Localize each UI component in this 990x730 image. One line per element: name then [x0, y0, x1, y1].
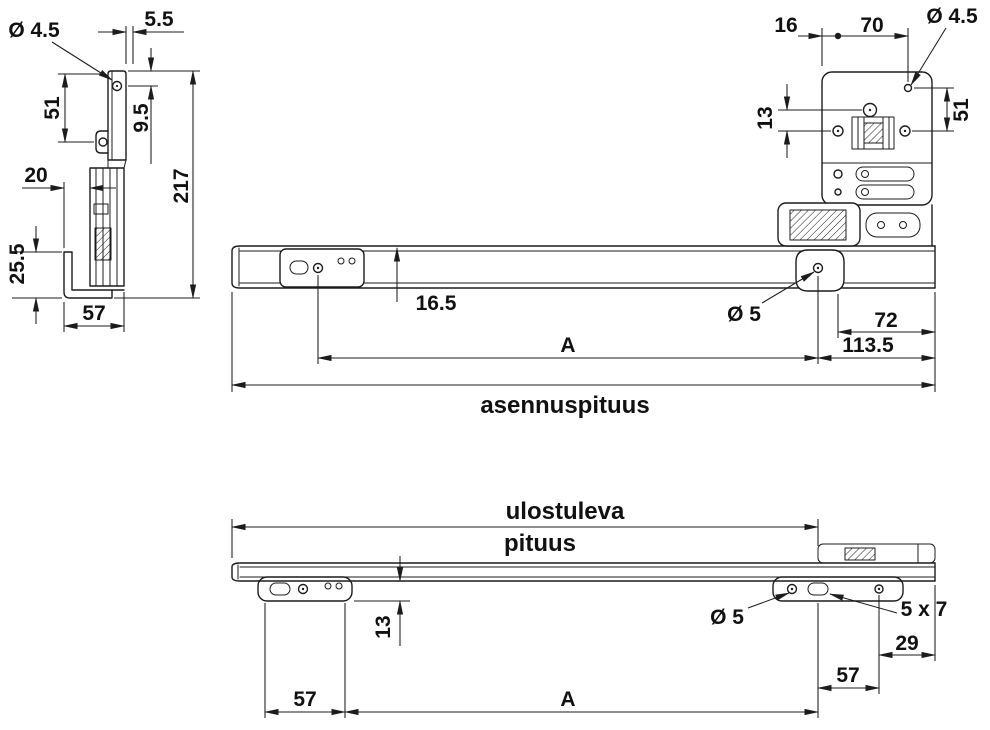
bracket-view-dimensions — [778, 27, 954, 158]
latch-mechanism — [851, 116, 895, 150]
dim-hole-dia: Ø 4.5 — [926, 5, 978, 28]
dim-end-offset: 29 — [895, 632, 918, 655]
bracket-view-labels: 16 70 Ø 4.5 13 51 — [754, 5, 978, 130]
slot-upper — [855, 166, 915, 182]
extended-view-labels: ulostuleva pituus 13 Ø 5 5 x 7 29 57 57 … — [293, 498, 947, 711]
slot-lower — [855, 184, 915, 200]
extended-view-rail — [231, 543, 936, 602]
dim-hole-pitch-a: A — [560, 688, 575, 711]
dim-foot-height: 25.5 — [6, 243, 29, 284]
rear-bracket — [817, 543, 936, 564]
dim-hole-dia: Ø 5 — [710, 606, 744, 629]
installed-view-dimensions — [230, 246, 937, 392]
caption-extension-line2: pituus — [504, 530, 576, 557]
bottom-foot — [63, 251, 113, 299]
dim-end-to-bracket: 72 — [874, 309, 897, 332]
dim-edge-to-hole: 16 — [774, 14, 797, 37]
front-fixing-hole — [312, 262, 324, 274]
leader-hole-dia — [747, 592, 790, 609]
dim-hole-pitch-a: A — [560, 334, 575, 357]
rear-fixing-tab — [795, 249, 845, 292]
rail-body — [231, 562, 936, 582]
front-slot — [269, 582, 291, 596]
dim-row-offset: 13 — [754, 106, 777, 129]
dim-end-to-hole: 113.5 — [842, 334, 894, 357]
end-view-labels: Ø 4.5 5.5 51 9.5 20 217 25.5 57 — [6, 8, 193, 325]
bracket-view-profile — [821, 71, 933, 206]
caption-extension-line1: ulostuleva — [506, 498, 625, 525]
end-view-dimensions — [12, 26, 200, 332]
rail-cross-section — [89, 167, 125, 287]
installed-view-labels: 16.5 Ø 5 72 A 113.5 asennuspituus — [416, 292, 898, 419]
dim-rear-pitch: 57 — [836, 664, 859, 687]
rear-end-hole — [874, 584, 884, 594]
rail-body — [231, 245, 936, 289]
side-slot — [865, 212, 921, 238]
latch-hatch — [863, 122, 884, 144]
installed-view-rail — [231, 202, 936, 292]
leader-slot — [828, 593, 898, 614]
dim-back-offset: 20 — [24, 164, 47, 187]
small-hole — [903, 83, 913, 93]
dim-depth: 57 — [82, 302, 105, 325]
catch-hatch — [789, 209, 847, 241]
dim-dot-terminator — [834, 32, 842, 40]
front-hole — [111, 80, 123, 92]
dim-hole-dia: Ø 4.5 — [8, 19, 60, 42]
rear-fixing-hole — [812, 262, 824, 274]
dim-row-pitch: 51 — [950, 98, 973, 122]
front-fixing-hole — [297, 583, 309, 595]
dim-rail-height: 16.5 — [416, 292, 457, 315]
rear-round-hole — [786, 583, 798, 595]
extended-view-dimensions — [230, 519, 937, 718]
clip-hatch — [94, 227, 112, 261]
dim-hole-inset: 9.5 — [130, 103, 153, 133]
leader-hole-dia — [761, 271, 815, 304]
bracket-hatch — [844, 547, 876, 561]
dim-front-pitch: 57 — [293, 688, 316, 711]
dim-hole-spacing: 51 — [41, 96, 64, 120]
dim-top-offset: 5.5 — [144, 8, 174, 31]
dim-hole-dia: Ø 5 — [727, 303, 761, 326]
hook-tab — [95, 130, 109, 154]
dim-slot-size: 5 x 7 — [901, 598, 948, 621]
dim-plate-drop: 13 — [372, 615, 395, 638]
rear-slot-5x7 — [807, 582, 829, 596]
leader-hole-dia — [910, 27, 947, 86]
front-slot — [289, 260, 309, 275]
dim-hole-pitch: 70 — [860, 14, 883, 37]
caption-installation-length: asennuspituus — [480, 392, 649, 419]
dim-total-height: 217 — [170, 168, 193, 203]
end-view-profile — [63, 70, 127, 299]
